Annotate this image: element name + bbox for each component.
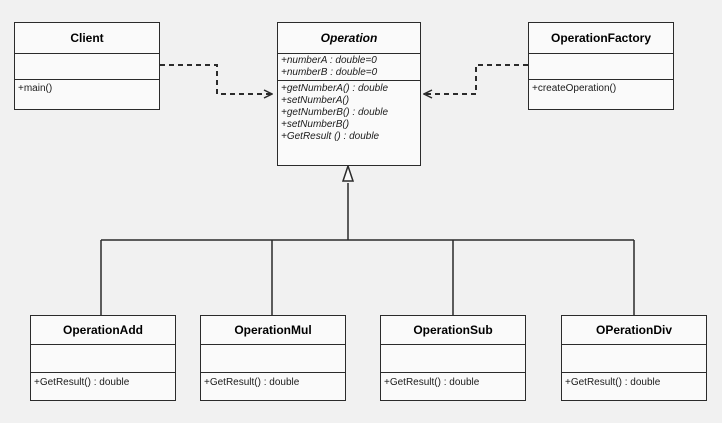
attributes-compartment bbox=[15, 54, 159, 80]
class-operation-mul[interactable]: OperationMul +GetResult() : double bbox=[200, 315, 346, 401]
method: +GetResult() : double bbox=[34, 377, 130, 388]
method: +getNumberA() : double bbox=[281, 83, 389, 94]
generalization-tree bbox=[100, 183, 635, 315]
methods-compartment: +getNumberA() : double +setNumberA() +ge… bbox=[278, 81, 420, 143]
method: +createOperation() bbox=[532, 83, 617, 94]
method: +main() bbox=[18, 83, 53, 94]
class-operation[interactable]: Operation +numberA : double=0 +numberB :… bbox=[277, 22, 421, 166]
dependency-factory-operation bbox=[424, 64, 528, 94]
attributes-compartment bbox=[562, 345, 706, 373]
attribute: +numberA : double=0 bbox=[281, 55, 377, 66]
methods-compartment: +GetResult() : double bbox=[562, 373, 706, 389]
method: +GetResult() : double bbox=[565, 377, 661, 388]
attribute: +numberB : double=0 bbox=[281, 67, 378, 78]
class-operation-div[interactable]: OPerationDiv +GetResult() : double bbox=[561, 315, 707, 401]
methods-compartment: +main() bbox=[15, 80, 159, 95]
method: +GetResult() : double bbox=[204, 377, 300, 388]
method: +GetResult() : double bbox=[384, 377, 480, 388]
class-name: OperationMul bbox=[201, 316, 345, 345]
class-name: OperationAdd bbox=[31, 316, 175, 345]
class-client[interactable]: Client +main() bbox=[14, 22, 160, 110]
attributes-compartment bbox=[381, 345, 525, 373]
class-name: OperationSub bbox=[381, 316, 525, 345]
attributes-compartment bbox=[529, 54, 673, 80]
attributes-compartment: +numberA : double=0 +numberB : double=0 bbox=[278, 54, 420, 81]
methods-compartment: +createOperation() bbox=[529, 80, 673, 95]
class-name: Client bbox=[15, 23, 159, 54]
method: +getNumberB() : double bbox=[281, 107, 389, 118]
methods-compartment: +GetResult() : double bbox=[201, 373, 345, 389]
method: +setNumberA() bbox=[281, 95, 350, 106]
class-name: OPerationDiv bbox=[562, 316, 706, 345]
class-operation-sub[interactable]: OperationSub +GetResult() : double bbox=[380, 315, 526, 401]
method: +GetResult () : double bbox=[281, 131, 380, 142]
methods-compartment: +GetResult() : double bbox=[31, 373, 175, 389]
dependency-client-operation bbox=[160, 64, 272, 94]
class-name: OperationFactory bbox=[529, 23, 673, 54]
class-operation-add[interactable]: OperationAdd +GetResult() : double bbox=[30, 315, 176, 401]
attributes-compartment bbox=[31, 345, 175, 373]
class-name: Operation bbox=[278, 23, 420, 54]
inheritance-arrowhead bbox=[341, 163, 355, 182]
class-operation-factory[interactable]: OperationFactory +createOperation() bbox=[528, 22, 674, 110]
attributes-compartment bbox=[201, 345, 345, 373]
methods-compartment: +GetResult() : double bbox=[381, 373, 525, 389]
method: +setNumberB() bbox=[281, 119, 350, 130]
